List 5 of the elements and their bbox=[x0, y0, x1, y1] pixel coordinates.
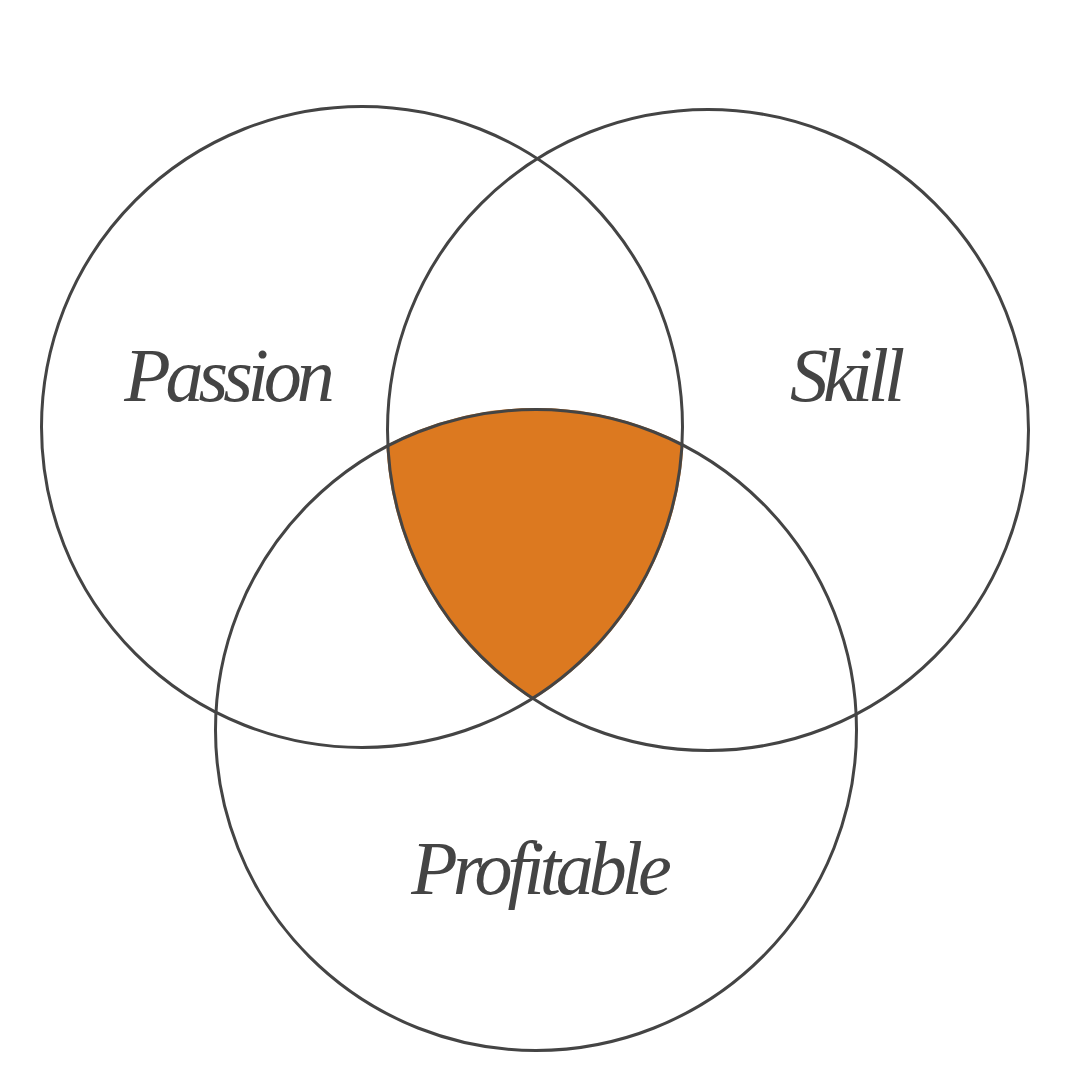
circle-label: Skill bbox=[789, 337, 901, 413]
venn-circle bbox=[40, 105, 684, 749]
venn-circle bbox=[214, 408, 858, 1052]
circle-label: Passion bbox=[124, 337, 330, 413]
venn-circle bbox=[386, 108, 1030, 752]
